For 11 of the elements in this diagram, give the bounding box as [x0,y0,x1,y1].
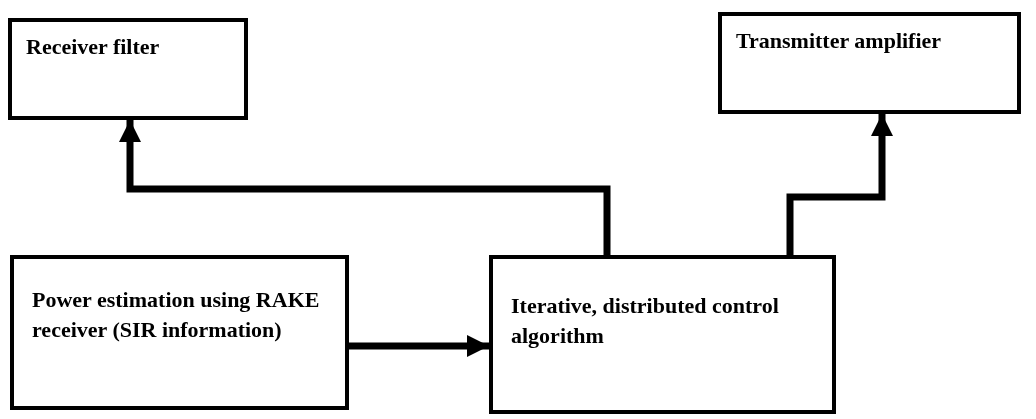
arrow [118,120,611,255]
box-label: Receiver filter [26,33,161,61]
box-label: Transmitter amplifier [736,27,943,55]
process-box [8,18,248,120]
arrow [786,114,894,255]
box-label: Power estimation using RAKE receiver (SIR information) [32,286,321,344]
box-label: Iterative, distributed control algorithm [511,292,780,350]
process-box [718,12,1021,114]
process-box [10,255,349,410]
process-box [489,255,836,414]
arrow [349,334,489,358]
